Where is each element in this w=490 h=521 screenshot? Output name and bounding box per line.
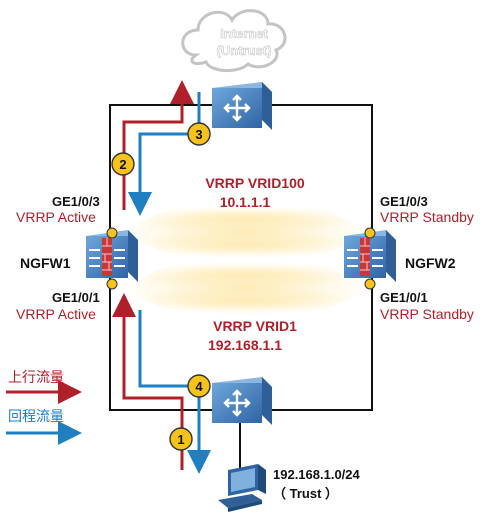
ngfw1-upper-state: VRRP Active	[16, 209, 96, 225]
legend-upstream-label: 上行流量	[8, 369, 64, 385]
vrrp-lower-ip: 192.168.1.1	[208, 337, 282, 353]
step-badge-1: 1	[177, 432, 184, 447]
host-subnet: 192.168.1.0/24	[273, 467, 361, 482]
return-traffic-path	[128, 92, 211, 474]
ngfw2-lower-port: GE1/0/1	[380, 290, 428, 305]
step-badge-4: 4	[195, 379, 203, 394]
host-zone: （ Trust ）	[273, 486, 338, 501]
step-badges: 1 2 3 4	[111, 122, 211, 451]
ngfw2-lower-state: VRRP Standby	[380, 306, 474, 322]
router-icon	[212, 377, 272, 425]
ngfw2-upper-state: VRRP Standby	[380, 209, 474, 225]
vrrp-upper-ip: 10.1.1.1	[220, 194, 271, 210]
ngfw1-lower-state: VRRP Active	[16, 306, 96, 322]
pc-icon	[218, 464, 266, 512]
step-badge-3: 3	[195, 127, 202, 142]
vrrp-glow	[120, 206, 370, 314]
ngfw1-lower-port: GE1/0/1	[52, 290, 100, 305]
legend-return-label: 回程流量	[8, 408, 64, 424]
ngfw2-name: NGFW2	[405, 255, 456, 271]
ngfw1-name: NGFW1	[20, 255, 71, 271]
vrrp-upper-title: VRRP VRID100	[205, 175, 305, 191]
firewall-icon	[86, 230, 138, 282]
network-links	[109, 104, 373, 468]
step-badge-2: 2	[119, 157, 126, 172]
ngfw2-upper-port: GE1/0/3	[380, 194, 428, 209]
vrrp-lower-title: VRRP VRID1	[213, 318, 297, 334]
router-icon	[212, 82, 272, 130]
port-dots	[106, 227, 376, 290]
legend: 上行流量 回程流量	[6, 369, 82, 445]
cloud-line2: (Untrust)	[217, 43, 272, 58]
ngfw1-upper-port: GE1/0/3	[52, 194, 100, 209]
cloud-icon: Internet (Untrust)	[181, 9, 287, 72]
cloud-line1: Internet	[220, 26, 268, 41]
